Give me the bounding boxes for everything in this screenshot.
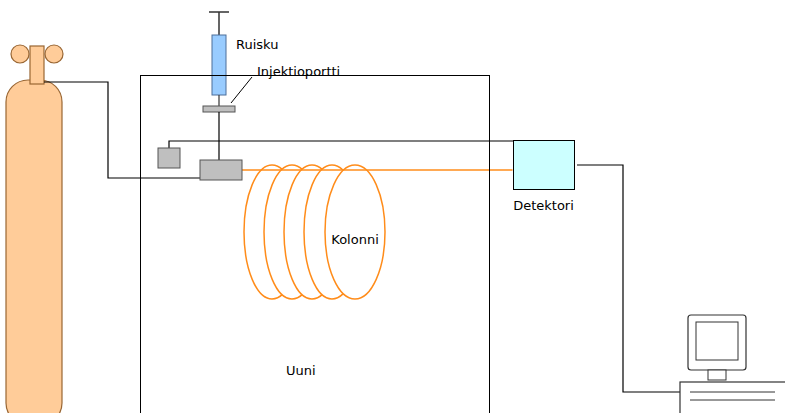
injection-port [203,106,235,112]
injector-block [200,160,242,180]
signal-cable [577,165,680,392]
syringe-plunger [209,12,229,35]
node-text: Uuni [286,363,316,379]
node-text: Detektori [502,198,585,214]
syringe-barrel [212,35,226,95]
cylinder-valve [30,46,44,84]
monitor-stand [708,370,726,380]
column-coil [325,165,385,299]
port-line [218,112,219,160]
gas-cylinder [6,80,62,413]
computer-screen [696,322,738,360]
detector: Detektori [502,140,585,214]
computer-detail [690,392,775,400]
computer-monitor [688,315,746,370]
gas-line [169,141,515,148]
splitter-block [158,148,180,168]
gas-line [44,82,200,178]
detector-box [513,140,575,190]
column-label: Kolonni [330,232,380,248]
leader-line [231,77,252,103]
oven-box: Uuni [140,75,490,413]
column-tube [490,169,513,171]
valve-knob [45,45,63,63]
valve-knob [11,45,29,63]
syringe-label: Ruisku [236,37,278,53]
column-line [242,169,490,171]
computer-base [680,382,785,413]
injection-port-label: Injektioportti [257,64,340,80]
syringe-needle [218,95,219,106]
